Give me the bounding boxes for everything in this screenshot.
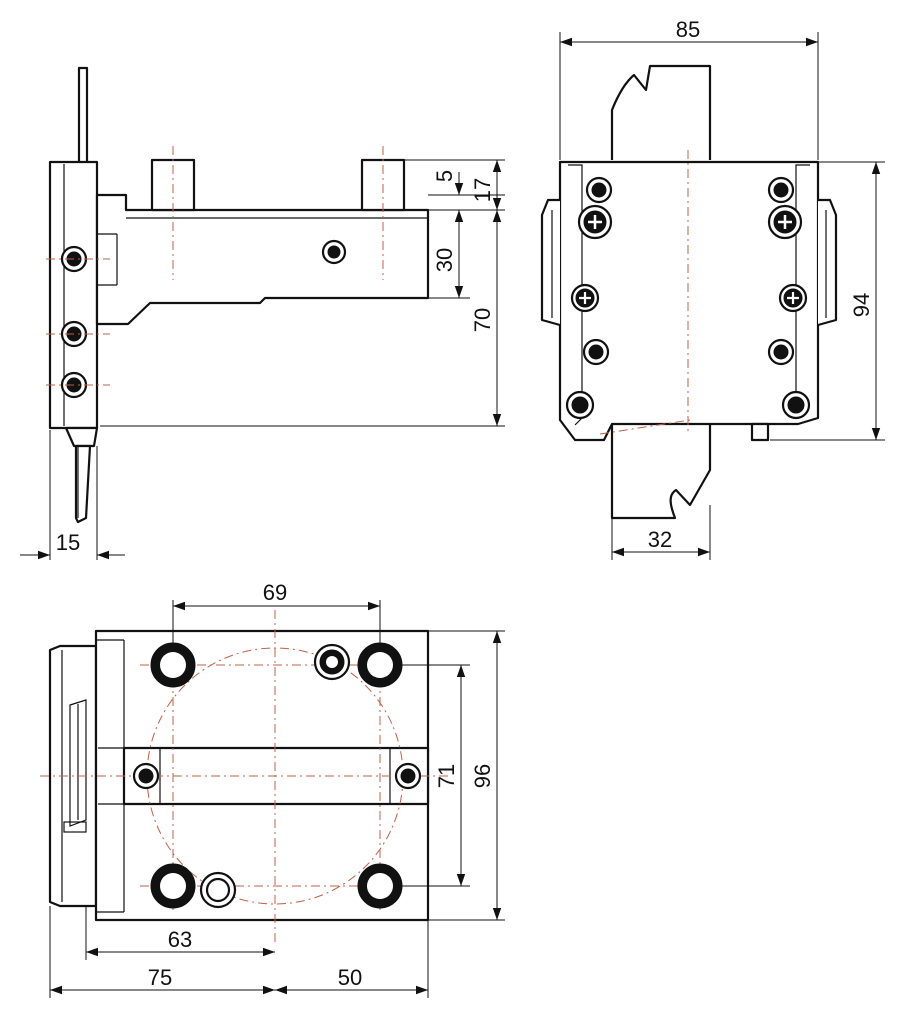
body-screw-icon [321, 239, 347, 265]
shank-top [610, 64, 712, 160]
dim-bolt-x-label: 69 [263, 580, 287, 605]
dim-shank-label: 32 [648, 527, 672, 552]
top-view: 69 71 96 63 75 50 [40, 580, 505, 998]
dim-17-label: 17 [470, 178, 495, 202]
bottom-tip [64, 426, 99, 448]
front-screw-icon [565, 176, 811, 420]
cross-screw-icon [570, 204, 808, 313]
dim-bolt-y-label: 71 [434, 764, 459, 788]
probe-stem-top [77, 66, 89, 166]
front-view: 85 94 32 [540, 17, 885, 560]
dim-30-label: 30 [432, 248, 457, 272]
dim-5-label: 5 [432, 170, 457, 182]
coolant-port-icon [199, 871, 237, 909]
clamp-right [817, 198, 838, 327]
plate-slot [69, 699, 87, 827]
dim-50-label: 50 [338, 965, 362, 990]
rail-screw-icon [132, 762, 422, 790]
tool-blade [74, 444, 92, 524]
dim-70-label: 70 [470, 308, 495, 332]
side-view: 15 5 17 30 70 [20, 66, 505, 560]
dim-front-width-label: 85 [676, 17, 700, 42]
dim-side-width-label: 15 [56, 530, 80, 555]
dim-75-label: 75 [148, 965, 172, 990]
horizontal-body [95, 193, 430, 326]
shank-bottom [610, 424, 712, 520]
dim-front-height-label: 94 [849, 293, 874, 317]
clamp-left [540, 198, 561, 327]
coolant-nozzle [750, 422, 770, 442]
dim-top-height-label: 96 [470, 764, 495, 788]
counterbore-hole-icon [150, 642, 403, 909]
dim-63-label: 63 [168, 927, 192, 952]
connector-icon [313, 643, 351, 681]
